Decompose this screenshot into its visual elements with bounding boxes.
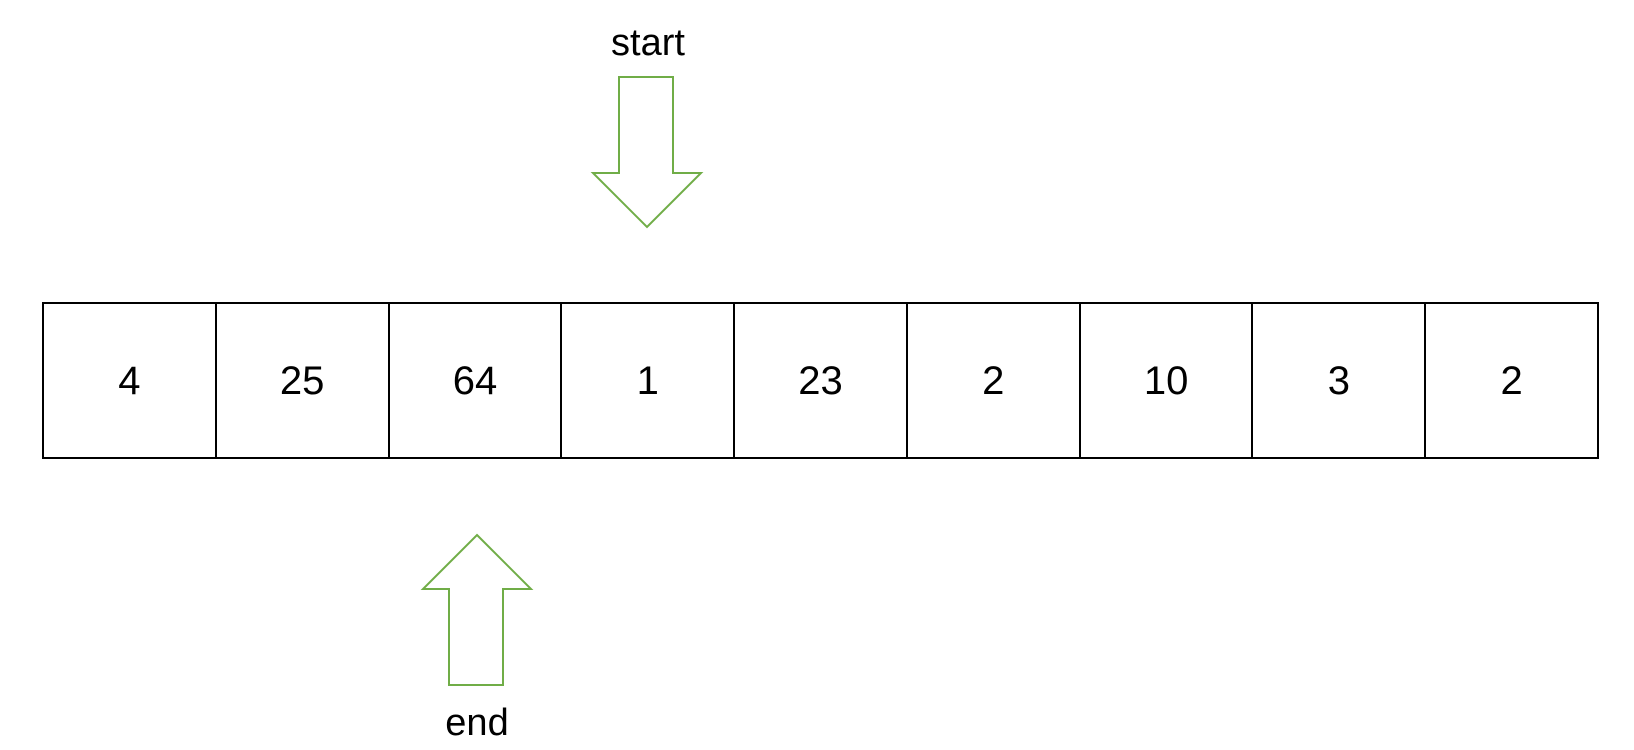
cell-value: 10 — [1143, 358, 1189, 403]
array-cell: 64 — [390, 304, 563, 457]
array-cell: 25 — [217, 304, 390, 457]
cell-value: 3 — [1327, 358, 1350, 403]
cell-value: 23 — [798, 358, 843, 403]
array-cell: 4 — [44, 304, 217, 457]
array-cell: 2 — [1426, 304, 1597, 457]
array-row: 4 25 64 1 23 2 10 3 2 — [42, 302, 1599, 459]
array-cell: 1 — [562, 304, 736, 457]
cell-value: 2 — [982, 358, 1005, 403]
array-cell: 3 — [1253, 304, 1427, 457]
start-pointer-label: start — [611, 22, 685, 64]
start-arrow-down-icon — [590, 76, 704, 229]
cell-value: 1 — [636, 358, 659, 403]
array-cell: 10 — [1081, 304, 1254, 457]
end-pointer-label: end — [445, 702, 509, 744]
cell-value: 25 — [279, 358, 325, 403]
array-cell: 23 — [735, 304, 908, 457]
cell-value: 64 — [452, 358, 498, 403]
cell-value: 4 — [118, 358, 141, 403]
array-cell: 2 — [908, 304, 1081, 457]
end-arrow-up-icon — [420, 533, 534, 686]
cell-value: 2 — [1500, 358, 1523, 403]
